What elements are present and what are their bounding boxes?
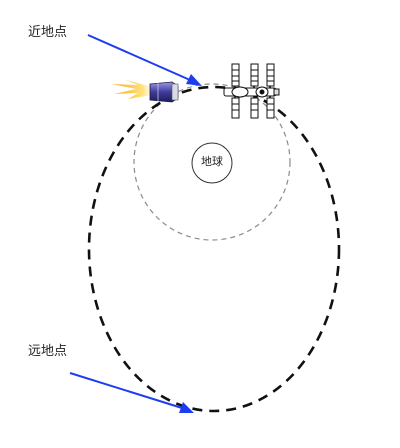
inner-orbit [133, 83, 291, 241]
space-station-icon [223, 63, 280, 119]
apogee-arrow [69, 372, 194, 413]
spacecraft-icon [112, 80, 179, 103]
earth-label: 地球 [201, 155, 223, 168]
elliptical-orbit [87, 85, 341, 413]
earth-icon [191, 142, 233, 184]
apogee-label: 远地点 [28, 344, 68, 359]
perigee-arrow [87, 34, 202, 86]
perigee-label: 近地点 [28, 25, 68, 40]
